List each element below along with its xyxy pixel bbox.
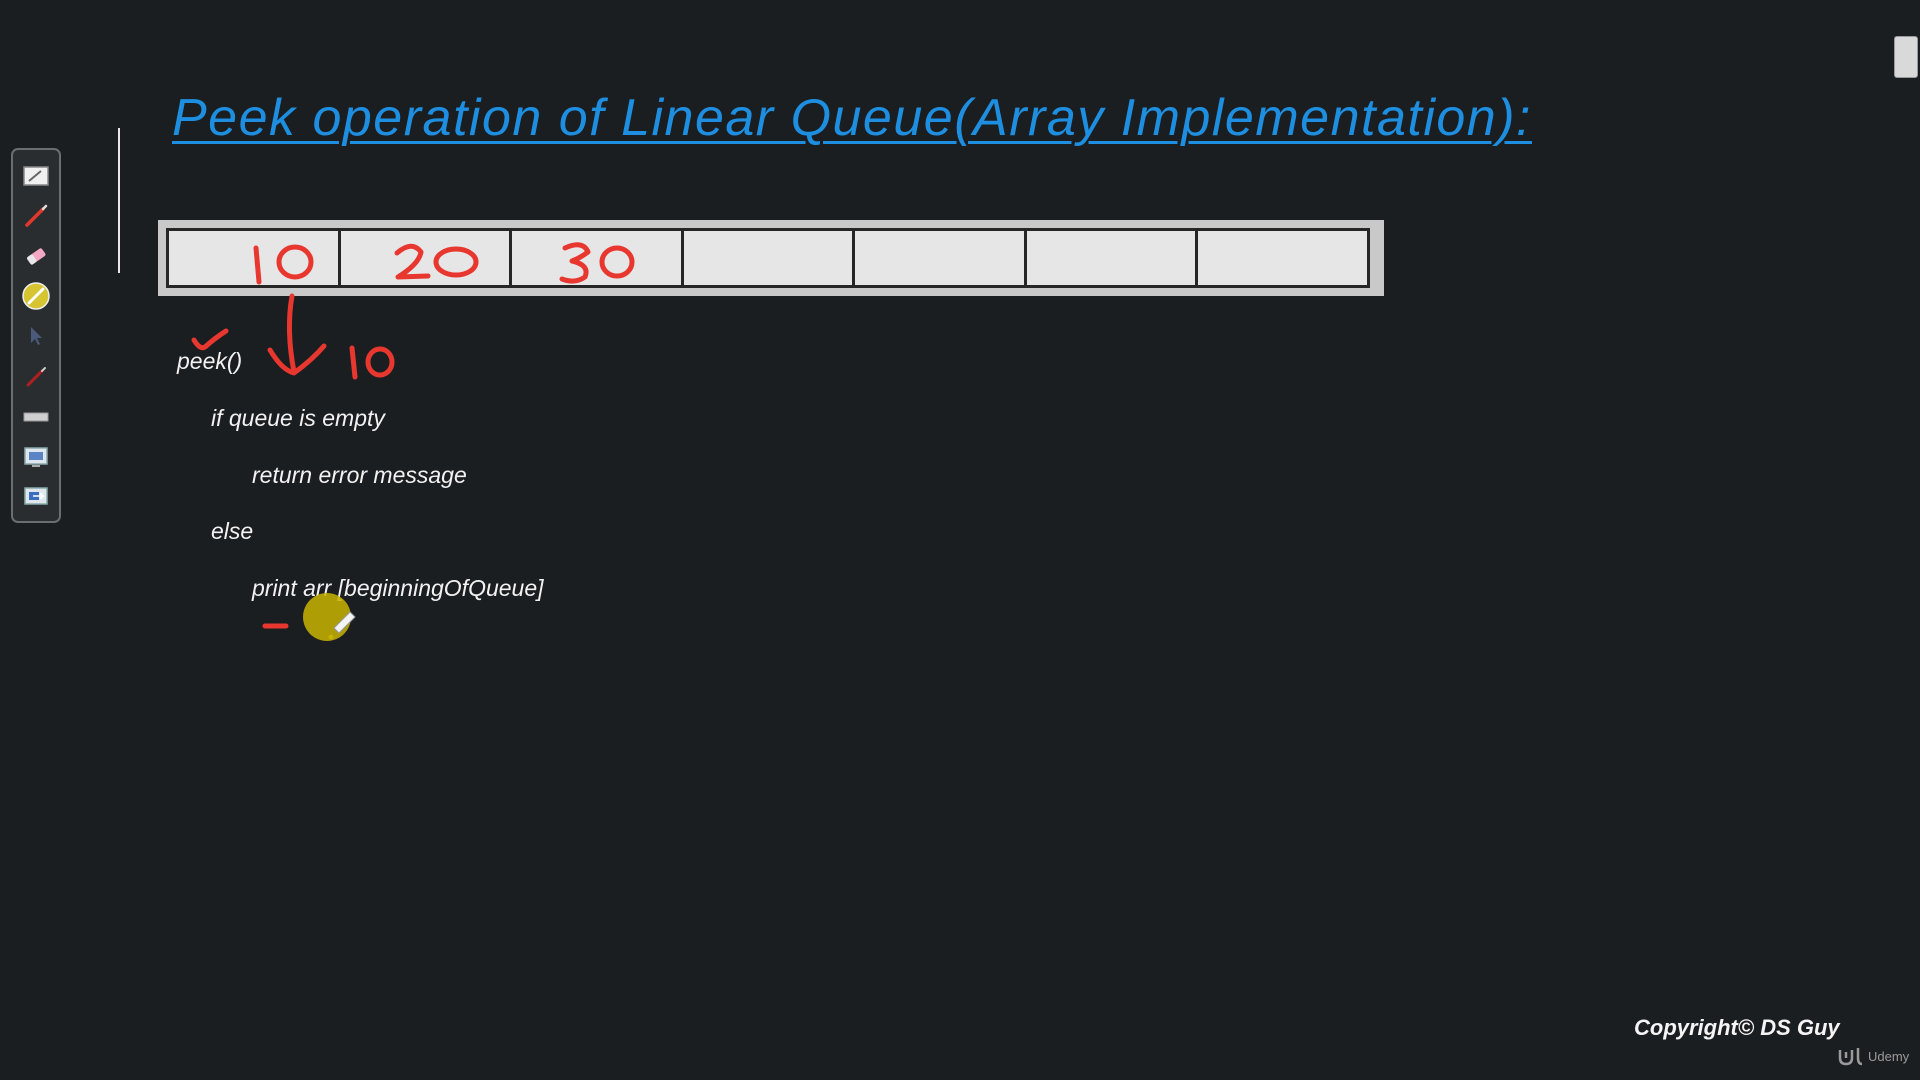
screen-record-icon[interactable] [19,481,53,514]
queue-array [158,220,1384,296]
screen-capture-icon[interactable] [19,441,53,474]
eraser-icon[interactable] [19,239,53,272]
array-cell [1027,231,1199,285]
code-line-if: if queue is empty [211,405,385,431]
result-value-10 [349,345,395,380]
vertical-divider [118,128,120,273]
array-cell [341,231,513,285]
check-mark-icon [191,328,229,351]
array-cell [169,231,341,285]
slide-title: Peek operation of Linear Queue(Array Imp… [172,89,1532,147]
array-cell [512,231,684,285]
pointer-icon[interactable] [19,320,53,353]
array-cell [1198,231,1367,285]
code-line-return: return error message [252,462,467,488]
marker-icon[interactable] [19,360,53,393]
array-cell [684,231,856,285]
code-line-print: print arr [beginningOfQueue] [252,575,544,601]
whiteboard-icon[interactable] [19,159,53,192]
down-arrow-icon [267,293,327,376]
code-line-else: else [211,518,254,544]
array-cell [855,231,1027,285]
page-navigator-widget[interactable] [1894,36,1918,78]
highlighter-icon[interactable] [19,280,53,313]
drawing-toolbar [11,148,61,523]
brand-watermark: Udemy [1838,1046,1909,1066]
ruler-icon[interactable] [19,400,53,433]
copyright-notice: Copyright© DS Guy [1634,1015,1840,1040]
udemy-logo-icon [1838,1048,1863,1066]
brand-name: Udemy [1868,1048,1910,1064]
code-line-peek: peek() [177,348,243,374]
pen-icon[interactable] [19,199,53,232]
